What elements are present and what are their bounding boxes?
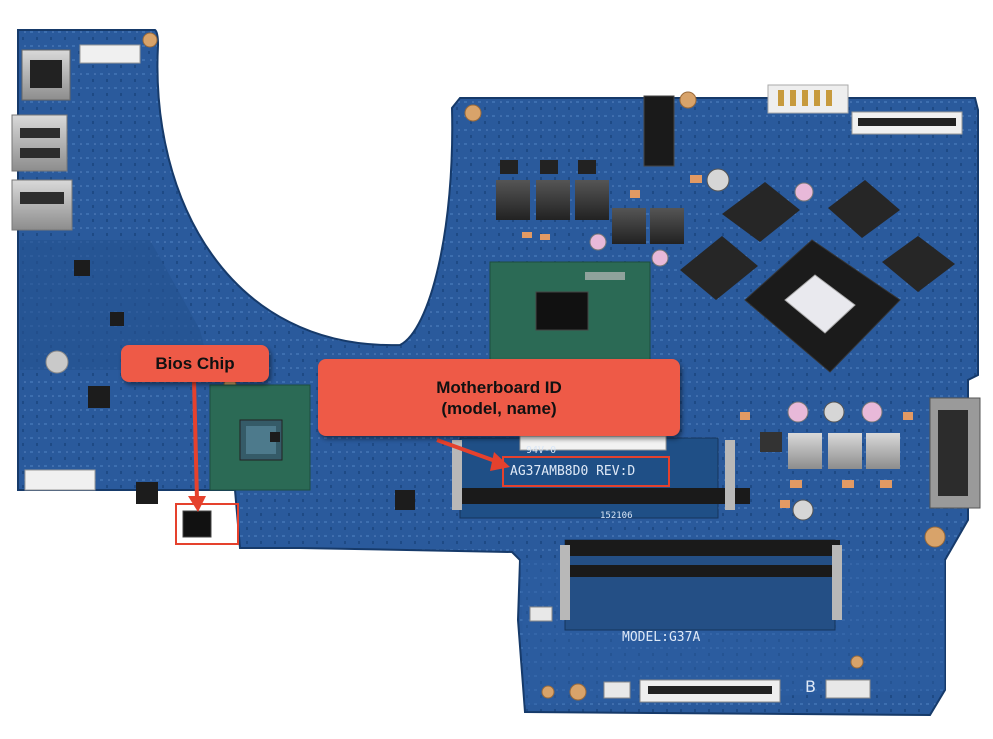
ethernet-port [21, 49, 71, 101]
pch [209, 384, 311, 491]
cpu [489, 261, 651, 373]
ribbon-connector-top-left [79, 44, 141, 64]
bios-chip-highlight [175, 503, 239, 545]
motherboard-id-arrow [436, 438, 499, 464]
motherboard-id-highlight [502, 456, 670, 487]
bios-chip-callout: Bios Chip [121, 345, 269, 382]
motherboard-callout-line2: (model, name) [441, 398, 557, 418]
silkscreen-dimm-label: 152106 [600, 511, 633, 521]
sodimm-slot-lower [560, 539, 842, 631]
motherboard-callout-line1: Motherboard ID [436, 377, 562, 397]
silkscreen-ul-mark: 94V-0 [526, 445, 556, 456]
vrm-chokes [496, 160, 900, 469]
gpu [680, 180, 955, 373]
silkscreen-model: MODEL:G37A [622, 630, 700, 645]
connector-bottom-left [24, 469, 96, 491]
bios-callout-label: Bios Chip [155, 353, 235, 373]
bios-chip [182, 510, 212, 538]
usb-ports [11, 114, 73, 231]
motherboard-id-callout: Motherboard ID (model, name) [318, 359, 680, 436]
m2-slot [643, 95, 675, 167]
capacitors [589, 168, 883, 521]
bios-arrow [192, 379, 199, 501]
silkscreen-corner-mark: B [805, 677, 816, 696]
silkscreen-board-id: AG37AMB8D0 REV:D [510, 464, 635, 479]
